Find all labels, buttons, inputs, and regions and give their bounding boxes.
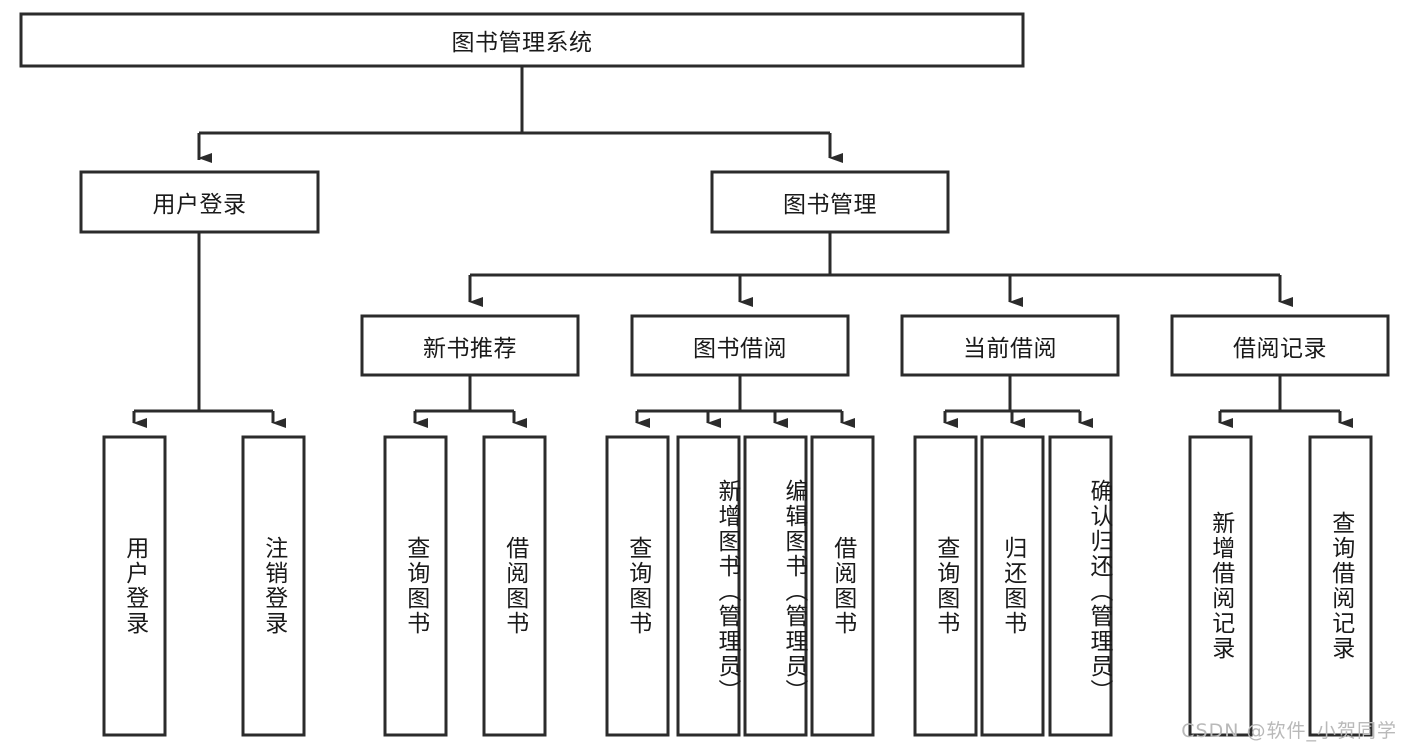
node-box-leaf-query-borrow-record[interactable] [1308,435,1373,737]
node-box-leaf-borrow-book-2[interactable] [810,435,875,737]
node-box-leaf-add-book-admin[interactable] [676,435,741,737]
node-box-book-borrow[interactable] [630,314,850,377]
connector-root-to-level1 [197,66,830,160]
node-box-current-borrow[interactable] [900,314,1120,377]
connector-current-borrow-to-leaves [945,375,1080,413]
connector-user-login-to-leaves [134,232,273,413]
node-box-leaf-add-borrow-record[interactable] [1188,435,1253,737]
node-box-leaf-confirm-return-admin[interactable] [1048,435,1113,737]
node-box-leaf-user-logout[interactable] [241,435,306,737]
node-box-root[interactable] [19,12,1025,68]
connector-new-book-recommend-to-leaves [415,375,514,413]
node-box-book-management[interactable] [710,170,950,234]
node-box-leaf-query-book-2[interactable] [605,435,670,737]
node-box-user-login[interactable] [79,170,320,234]
watermark-text: CSDN @软件_小贺同学 [1181,720,1397,742]
node-box-leaf-edit-book-admin[interactable] [743,435,808,737]
node-box-leaf-user-login[interactable] [102,435,167,737]
connector-book-borrow-to-leaves [637,375,842,413]
node-box-new-book-recommend[interactable] [360,314,580,377]
node-box-leaf-borrow-book-1[interactable] [482,435,547,737]
connector-borrow-records-to-leaves [1220,375,1340,413]
node-box-borrow-records[interactable] [1170,314,1390,377]
node-box-leaf-query-book-3[interactable] [913,435,978,737]
node-box-leaf-return-book[interactable] [980,435,1045,737]
node-box-leaf-query-book-1[interactable] [383,435,448,737]
connector-book-management-to-level2 [470,232,1280,277]
